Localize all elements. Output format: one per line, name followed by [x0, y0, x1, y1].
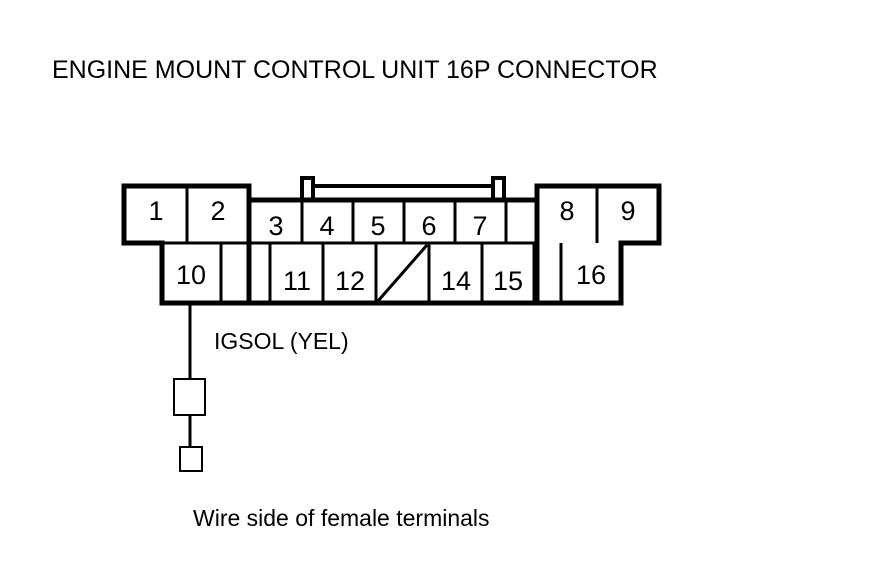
- terminal-number-4: 4: [319, 211, 334, 241]
- terminal-number-14: 14: [441, 266, 471, 296]
- right-body-outline: [534, 183, 662, 306]
- terminal-number-9: 9: [620, 196, 635, 226]
- unused-terminal-slash: [376, 244, 429, 302]
- wire-terminal-box-large: [173, 378, 206, 416]
- bottom-row-dividers: [219, 243, 563, 303]
- top-row-dividers: [124, 186, 599, 245]
- terminal-number-11: 11: [283, 266, 311, 296]
- connector-body-right: [534, 183, 662, 306]
- wire-circuit-label: IGSOL (YEL): [214, 328, 349, 354]
- diagram-caption: Wire side of female terminals: [193, 505, 490, 531]
- terminal-number-10: 10: [176, 260, 206, 290]
- terminal-numbers: 1 2 3 4 5 6 7 8 9 10 11 12 14 15 16: [148, 196, 635, 296]
- terminal-number-12: 12: [335, 266, 365, 296]
- terminal-number-15: 15: [493, 266, 523, 296]
- connector-latch: [300, 176, 506, 202]
- terminal-number-8: 8: [559, 196, 574, 226]
- terminal-number-2: 2: [210, 196, 225, 226]
- terminal-number-3: 3: [268, 211, 283, 241]
- terminal-number-7: 7: [472, 211, 487, 241]
- wire-terminal-box-small: [179, 446, 203, 472]
- terminal-number-5: 5: [370, 211, 385, 241]
- terminal-number-16: 16: [576, 260, 606, 290]
- terminal-number-6: 6: [421, 211, 436, 241]
- page-title: ENGINE MOUNT CONTROL UNIT 16P CONNECTOR: [52, 56, 658, 84]
- terminal-number-1: 1: [148, 196, 163, 226]
- latch-post-right: [491, 176, 506, 200]
- wire-lead: [173, 303, 206, 472]
- latch-post-left: [300, 176, 315, 200]
